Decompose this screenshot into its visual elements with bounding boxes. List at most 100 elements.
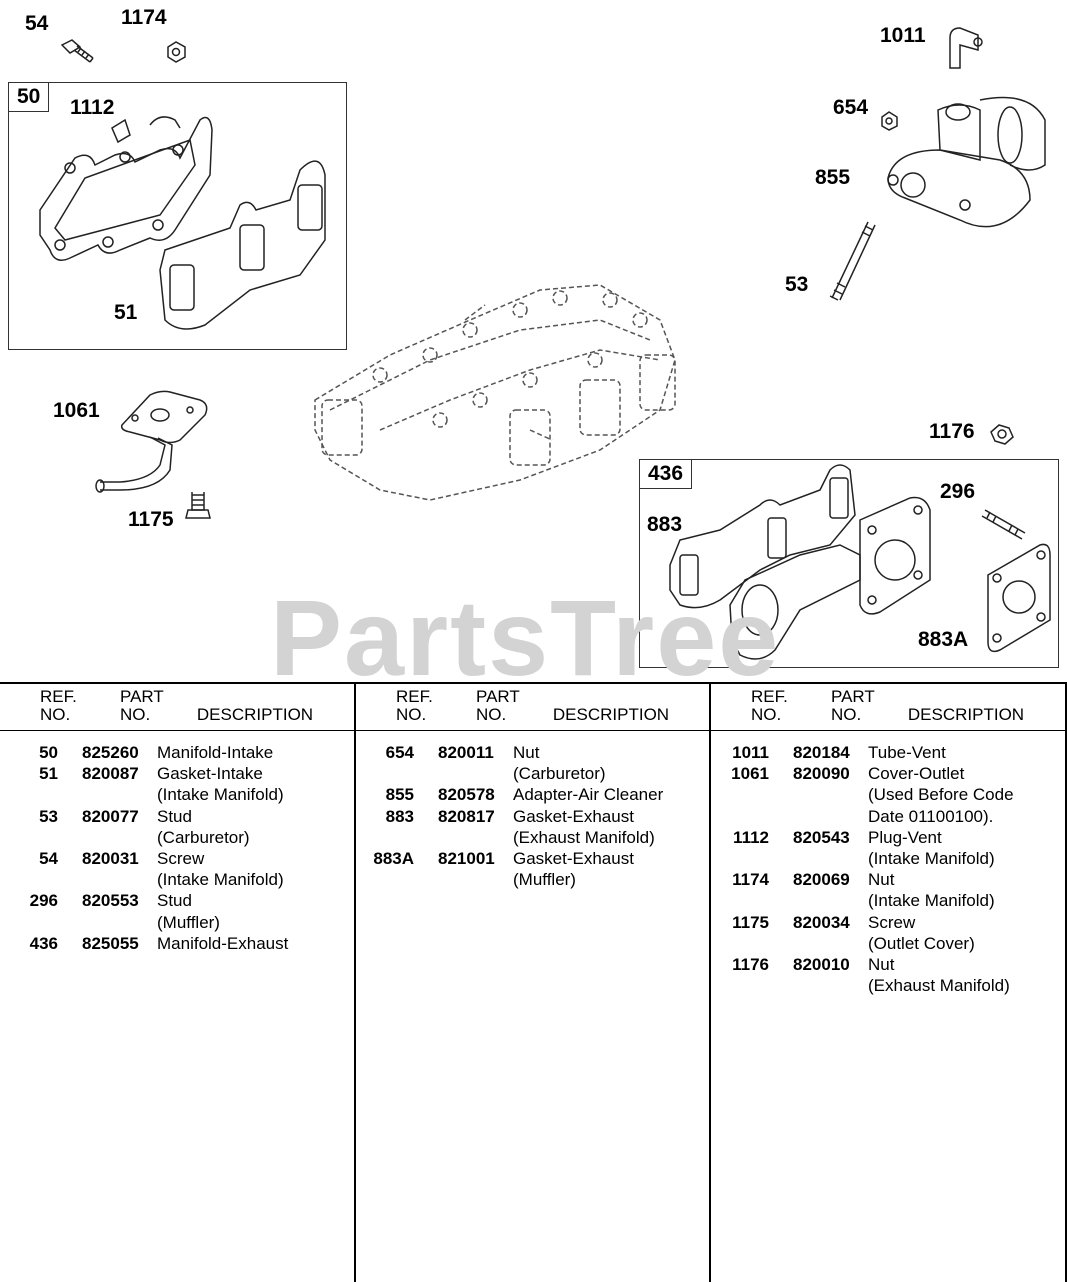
description-cell: Nut: [868, 870, 895, 890]
ref-cell: 855: [385, 785, 414, 805]
adapter-855-icon: [887, 96, 1046, 228]
screw-54-icon: [60, 39, 94, 63]
nut-654-icon: [881, 111, 898, 131]
table-row: Date 01100100).: [711, 806, 1065, 827]
description-cell: Gasket-Exhaust: [513, 848, 634, 868]
ref-cell: 883A: [373, 848, 414, 868]
description-cell: Date 01100100).: [868, 806, 994, 826]
description-cell: Gasket-Exhaust: [513, 806, 634, 826]
description-cell: (Used Before Code: [868, 785, 1014, 805]
part-number-cell: 821001: [438, 848, 495, 868]
stud-296-icon: [981, 509, 1026, 540]
description-header: DESCRIPTION: [552, 705, 670, 724]
nut-1176-icon: [990, 424, 1014, 445]
table-row: 883 820817 Gasket-Exhaust: [356, 806, 710, 827]
ref-cell: 53: [39, 806, 58, 826]
table-row: (Carburetor): [0, 827, 354, 848]
table-row: (Intake Manifold): [711, 890, 1065, 911]
cylinder-head-icon: [314, 284, 676, 501]
callout-1061: 1061: [53, 399, 100, 422]
table-row: 1011 820184 Tube-Vent: [711, 742, 1065, 763]
ref-cell: 296: [29, 891, 58, 911]
muffler-gasket-883A-icon: [987, 543, 1051, 653]
part-number-cell: 820069: [793, 870, 850, 890]
description-cell: (Intake Manifold): [868, 891, 995, 911]
callout-1176: 1176: [929, 420, 975, 443]
callout-50: 50: [8, 82, 50, 112]
part-number-cell: 820553: [82, 891, 139, 911]
description-cell: (Intake Manifold): [157, 870, 284, 890]
table-row: (Muffler): [356, 869, 710, 890]
ref-cell: 883: [385, 806, 414, 826]
intake-manifold-50-icon: [39, 116, 213, 261]
table-row: (Exhaust Manifold): [356, 827, 710, 848]
table-row: 53 820077 Stud: [0, 806, 354, 827]
intake-gasket-51-icon: [159, 160, 326, 330]
description-cell: Tube-Vent: [868, 743, 946, 762]
description-cell: Adapter-Air Cleaner: [513, 785, 664, 805]
description-cell: (Intake Manifold): [868, 848, 995, 868]
vent-tube-1011-icon: [949, 27, 983, 69]
callout-1175: 1175: [128, 508, 174, 531]
callout-1174: 1174: [121, 6, 167, 29]
part-number-cell: 820077: [82, 806, 139, 826]
description-cell: (Exhaust Manifold): [868, 976, 1010, 996]
description-cell: Manifold-Exhaust: [157, 933, 289, 953]
exhaust-manifold-assembly-box: [639, 459, 1059, 668]
part-number-cell: 820090: [793, 764, 850, 784]
ref-cell: 1061: [731, 764, 769, 784]
description-cell: (Intake Manifold): [157, 785, 284, 805]
callout-1011: 1011: [880, 24, 926, 47]
table-row: (Carburetor): [356, 763, 710, 784]
outlet-cover-1061-icon: [95, 390, 208, 493]
ref-cell: 1175: [732, 912, 769, 932]
part-number-cell: 825260: [82, 743, 139, 762]
description-cell: Nut: [868, 954, 895, 974]
description-cell: Plug-Vent: [868, 827, 942, 847]
description-cell: Gasket-Intake: [157, 764, 263, 784]
part-number-cell: 820010: [793, 954, 850, 974]
exhaust-manifold-436-icon: [729, 496, 931, 660]
parts-illustration: [39, 27, 1051, 660]
description-cell: Stud: [157, 806, 192, 826]
description-cell: (Muffler): [513, 870, 576, 890]
ref-cell: 1112: [733, 827, 769, 847]
table-row: (Intake Manifold): [0, 869, 354, 890]
callout-436: 436: [639, 459, 693, 489]
part-number-cell: 820817: [438, 806, 495, 826]
description-cell: Nut: [513, 743, 540, 762]
part-number-cell: 825055: [82, 933, 139, 953]
description-header: DESCRIPTION: [907, 705, 1025, 724]
callout-883: 883: [647, 513, 683, 536]
part-number-cell: 820184: [793, 743, 850, 762]
table-row: (Intake Manifold): [0, 784, 354, 805]
watermark: PartsTree: [270, 577, 781, 698]
exploded-parts-diagram: 50 436 PartsTree 54 1174 1011 1112 654 8…: [8, 6, 1059, 698]
description-cell: (Carburetor): [157, 827, 250, 847]
callout-51: 51: [114, 301, 138, 324]
screw-1175-icon: [185, 492, 211, 519]
ref-cell: 1011: [732, 743, 769, 762]
part-number-cell: 820011: [438, 743, 494, 762]
table-row: 883A 821001 Gasket-Exhaust: [356, 848, 710, 869]
part-number-cell: 820543: [793, 827, 850, 847]
callout-883A: 883A: [918, 628, 969, 651]
part-number-cell: 820034: [793, 912, 850, 932]
ref-cell: 51: [39, 764, 58, 784]
table-row: (Muffler): [0, 912, 354, 933]
description-cell: Manifold-Intake: [157, 743, 274, 762]
